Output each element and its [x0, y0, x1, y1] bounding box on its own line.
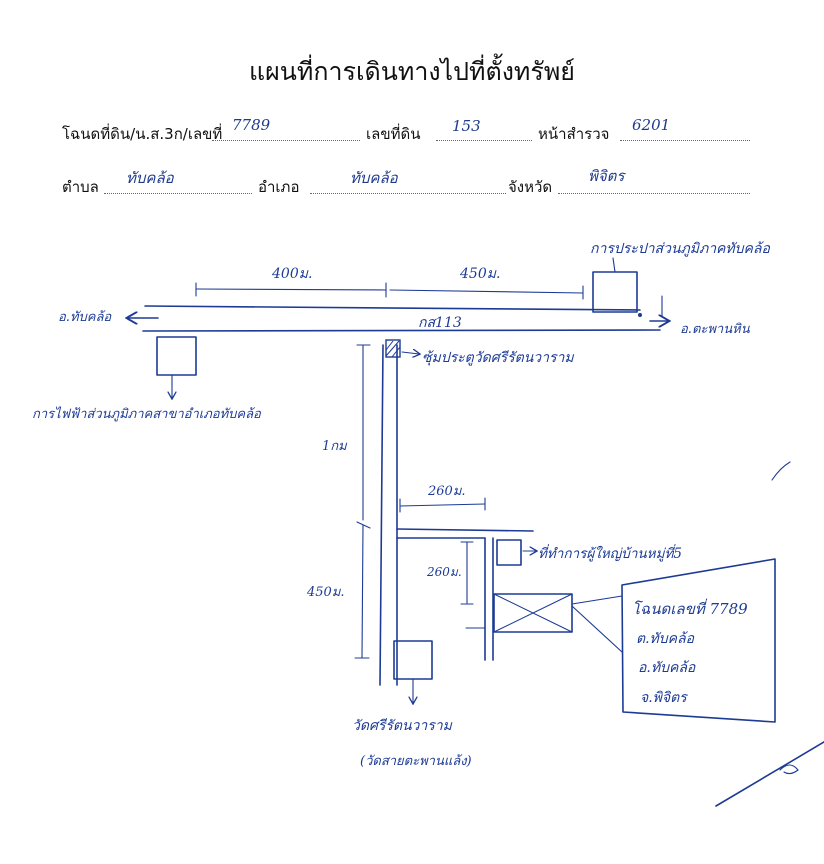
province-value: พิจิตร: [588, 167, 625, 185]
deed-value: 7789: [232, 116, 271, 134]
deed-callout-line1: โฉนดเลขที่ 7789: [632, 598, 748, 618]
callout-leader-1: [571, 595, 623, 605]
dim-400-label: 400ม.: [271, 266, 312, 282]
branch-road-top-edge: [396, 528, 534, 532]
junction-gate: [385, 339, 401, 358]
pea-office-label: การไฟฟ้าส่วนภูมิภาคสาขาอำเภอทับคล้อ: [32, 406, 262, 422]
temple-alt-label: (วัดสายตะพานแล้ง): [360, 754, 472, 769]
page-title: แผนที่การเดินทางไปที่ตั้งทรัพย์: [249, 57, 575, 86]
stray-mark: [771, 461, 791, 481]
right-direction-label: อ.ตะพานหิน: [680, 322, 751, 337]
side-road-left-edge: [379, 344, 384, 686]
callout-leader-2: [571, 605, 623, 653]
survey-page-label: หน้าสำรวจ: [538, 125, 610, 143]
dim-450-line: [389, 289, 584, 294]
district-value: ทับคล้อ: [350, 169, 398, 187]
dim-1km-label: 1กม: [322, 439, 348, 454]
dim-450-side-label: 450ม.: [306, 585, 345, 600]
subdistrict-dotline: [104, 193, 252, 194]
district-dotline: [310, 193, 506, 194]
subdistrict-value: ทับคล้อ: [126, 169, 174, 187]
junction-label: ซุ้มประตูวัดศรีรัตนวาราม: [422, 350, 574, 366]
province-label: จังหวัด: [508, 178, 553, 196]
land-no-dotline: [436, 140, 532, 141]
land-parcel: [493, 593, 573, 633]
dim-450-top-label: 450ม.: [459, 266, 500, 282]
deed-dotline: [212, 140, 360, 141]
road-name-label: กส113: [418, 315, 462, 331]
village-head-box: [496, 539, 522, 566]
dim-450-side-line: [361, 524, 364, 659]
land-no-value: 153: [452, 117, 481, 135]
land-parcel-cross-2: [493, 593, 573, 633]
temple-box: [393, 640, 433, 680]
dim-260h-line: [399, 503, 486, 507]
pea-office-box: [156, 336, 197, 376]
village-head-label: ที่ทำการผู้ใหญ่บ้านหมู่ที่5: [538, 544, 682, 562]
deed-label: โฉนดที่ดิน/น.ส.3ก/เลขที่: [62, 125, 223, 143]
junction-gate-hatch: [385, 340, 401, 358]
temple-label: วัดศรีรัตนวาราม: [352, 718, 453, 734]
deed-callout-line3: อ.ทับคล้อ: [638, 660, 696, 676]
dim-260v-label: 260ม.: [426, 565, 462, 579]
pwa-office-label: การประปาส่วนภูมิภาคทับคล้อ: [590, 241, 770, 257]
main-road-bottom-edge: [142, 329, 661, 332]
junction-pointer: [401, 352, 419, 354]
survey-page-value: 6201: [632, 116, 671, 134]
deed-callout-box: [621, 558, 776, 723]
deed-callout-line4: จ.พิจิตร: [640, 690, 688, 706]
subdistrict-label: ตำบล: [62, 178, 99, 196]
dim-400-line: [195, 288, 387, 291]
pwa-office-box: [592, 271, 638, 313]
land-no-label: เลขที่ดิน: [366, 125, 421, 143]
deed-callout-line2: ต.ทับคล้อ: [636, 631, 695, 647]
left-direction-label: อ.ทับคล้อ: [58, 310, 112, 325]
district-label: อำเภอ: [258, 178, 300, 196]
dim-260h-label: 260ม.: [427, 484, 466, 499]
pwa-dot: [638, 313, 642, 317]
pwa-office-pointer: [612, 257, 616, 273]
survey-page-dotline: [620, 140, 750, 141]
main-road-top-edge: [144, 305, 641, 311]
signature-mark: [779, 764, 799, 775]
province-dotline: [558, 193, 750, 194]
signature-stroke: [715, 741, 824, 807]
